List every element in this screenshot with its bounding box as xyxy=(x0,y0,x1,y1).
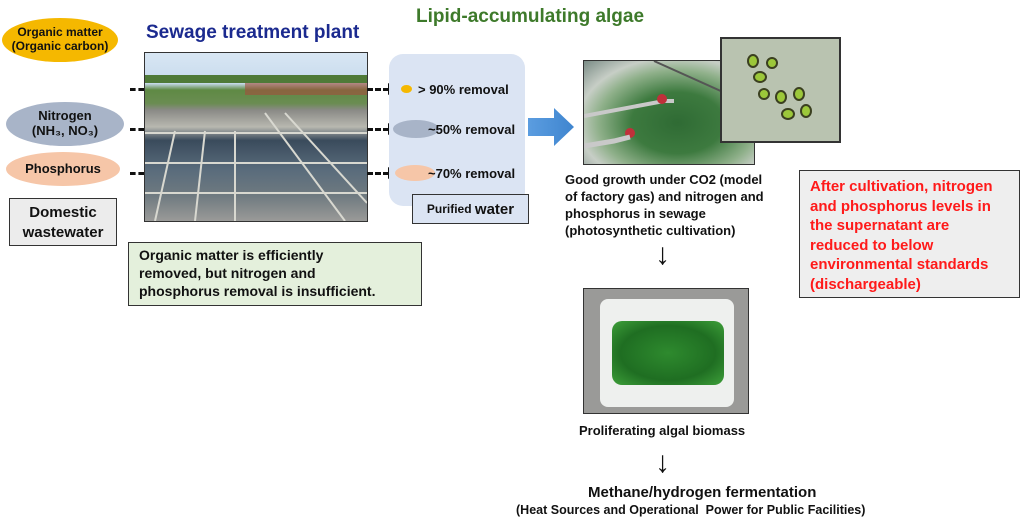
algae-growth-caption: Good growth under CO2 (model of factory … xyxy=(565,172,764,240)
organic-matter-label: Organic matter xyxy=(17,25,103,40)
algae-cells-illustration xyxy=(747,54,812,120)
water-label: water xyxy=(474,200,515,218)
organic-carbon-label: (Organic carbon) xyxy=(11,39,109,53)
plant-note-line: Organic matter is efficiently xyxy=(139,247,324,263)
output-line-phosphorus xyxy=(367,172,389,175)
nitrogen-remaining-ellipse xyxy=(393,120,439,138)
purified-water-box: Purified water xyxy=(412,194,529,224)
purified-label: Purified xyxy=(426,202,475,216)
plant-note-box: Organic matter is efficiently removed, b… xyxy=(128,242,422,306)
biomass-caption: Proliferating algal biomass xyxy=(579,423,746,438)
algae-caption-line: phosphorus in sewage xyxy=(565,205,706,221)
plant-tanks-illustration xyxy=(145,75,367,221)
blue-arrow-icon xyxy=(528,108,574,146)
algae-microscope-photo xyxy=(720,37,841,143)
result-note-line: and phosphorus levels in xyxy=(810,197,991,215)
algae-caption-line: Good growth under CO2 (model xyxy=(565,172,763,187)
organic-remaining-dot xyxy=(401,85,412,93)
organic-removal-label: > 90% removal xyxy=(418,82,509,97)
down-arrow-icon: ↓ xyxy=(655,238,670,271)
wastewater-label: wastewater xyxy=(22,223,104,241)
input-line-phosphorus xyxy=(130,172,144,175)
algae-caption-line: of factory gas) and nitrogen and xyxy=(565,188,764,204)
phosphorus-label: Phosphorus xyxy=(25,160,101,176)
phosphorus-removal-label: ~70% removal xyxy=(428,166,516,181)
phosphorus-remaining-ellipse xyxy=(395,165,435,181)
input-line-organic xyxy=(130,88,144,91)
biomass-green-mass xyxy=(612,321,724,385)
nitrogen-removal-label: ~50% removal xyxy=(428,122,516,137)
input-line-nitrogen xyxy=(130,128,144,131)
result-note-line: reduced to below xyxy=(810,236,934,254)
nitrogen-ellipse: Nitrogen (NH₃, NO₃) xyxy=(6,102,124,146)
output-line-nitrogen xyxy=(367,128,389,131)
domestic-wastewater-box: Domestic wastewater xyxy=(9,198,117,246)
nitrogen-label: Nitrogen xyxy=(38,108,92,124)
domestic-label: Domestic xyxy=(29,204,97,221)
algae-title: Lipid-accumulating algae xyxy=(416,6,645,27)
phosphorus-ellipse: Phosphorus xyxy=(6,152,120,186)
sewage-treatment-plant-photo xyxy=(144,52,368,222)
fermentation-title: Methane/hydrogen fermentation xyxy=(588,484,817,501)
plant-note-line: removed, but nitrogen and xyxy=(139,265,316,282)
algal-biomass-photo xyxy=(583,288,749,414)
result-note-line: After cultivation, nitrogen xyxy=(810,178,993,195)
nitrogen-formula: (NH₃, NO₃) xyxy=(31,123,99,138)
sewage-plant-title: Sewage treatment plant xyxy=(146,22,360,43)
organic-matter-ellipse: Organic matter (Organic carbon) xyxy=(2,18,118,62)
result-note-line: environmental standards xyxy=(810,256,989,273)
output-line-organic xyxy=(367,88,389,91)
result-note-box: After cultivation, nitrogen and phosphor… xyxy=(799,170,1020,298)
algae-caption-line: (photosynthetic cultivation) xyxy=(565,222,736,238)
plant-note-line: phosphorus removal is insufficient. xyxy=(139,283,376,300)
result-note-line: the supernatant are xyxy=(810,217,950,234)
result-note-line: (dischargeable) xyxy=(810,275,921,293)
down-arrow-icon: ↓ xyxy=(655,446,670,479)
fermentation-subtitle: (Heat Sources and Operational Power for … xyxy=(516,503,866,517)
